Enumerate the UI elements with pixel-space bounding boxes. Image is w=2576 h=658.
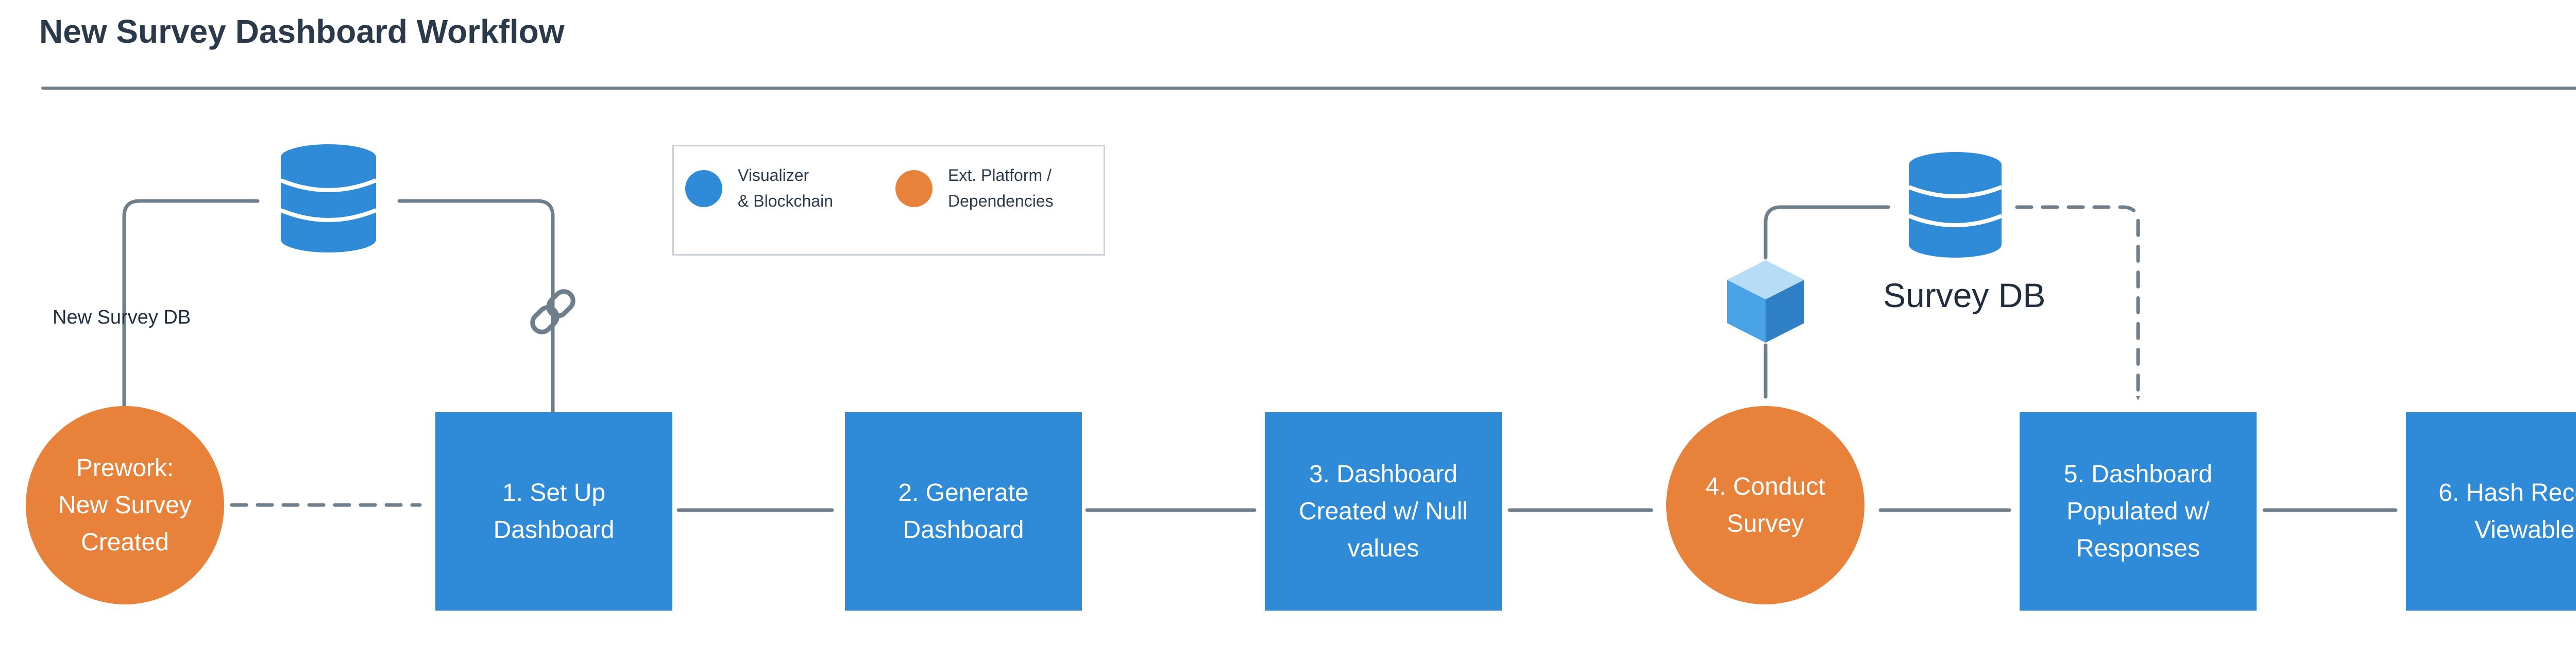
connector-prework-to-db: [122, 199, 260, 408]
node-step4-conduct-survey: 4. Conduct Survey: [1666, 406, 1865, 604]
cube-icon: [1727, 260, 1804, 343]
node-step1-setup-dashboard: 1. Set Up Dashboard: [435, 412, 672, 611]
connector-cube-to-survey-db: [1764, 205, 1890, 260]
legend-item-external: Ext. Platform / Dependencies: [895, 163, 1054, 214]
survey-db-label: Survey DB: [1883, 276, 2046, 314]
connector-step1-to-db: [397, 199, 555, 414]
page-title: New Survey Dashboard Workflow: [39, 13, 565, 50]
legend-swatch-external: [895, 170, 933, 207]
legend-item-visualizer: Visualizer & Blockchain: [685, 163, 833, 214]
legend: Visualizer & Blockchain Ext. Platform / …: [672, 145, 1105, 256]
legend-label-visualizer: Visualizer & Blockchain: [738, 166, 833, 210]
new-survey-db-label: New Survey DB: [53, 307, 191, 328]
title-divider: [41, 87, 2576, 90]
legend-label-external: Ext. Platform / Dependencies: [948, 166, 1054, 210]
node-step5-dashboard-populated: 5. Dashboard Populated w/ Responses: [2020, 412, 2257, 611]
node-step2-generate-dashboard: 2. Generate Dashboard: [845, 412, 1082, 611]
connector-survey-db-to-step5: [2015, 205, 2140, 401]
database-icon: [280, 144, 377, 252]
node-step3-dashboard-null-values: 3. Dashboard Created w/ Null values: [1265, 412, 1502, 611]
node-prework: Prework: New Survey Created: [26, 406, 224, 604]
node-step6-hash-record: 6. Hash Record Viewable: [2406, 412, 2576, 611]
chain-link-icon: [530, 289, 575, 334]
legend-swatch-visualizer: [685, 170, 722, 207]
database-icon: [1908, 152, 2003, 258]
